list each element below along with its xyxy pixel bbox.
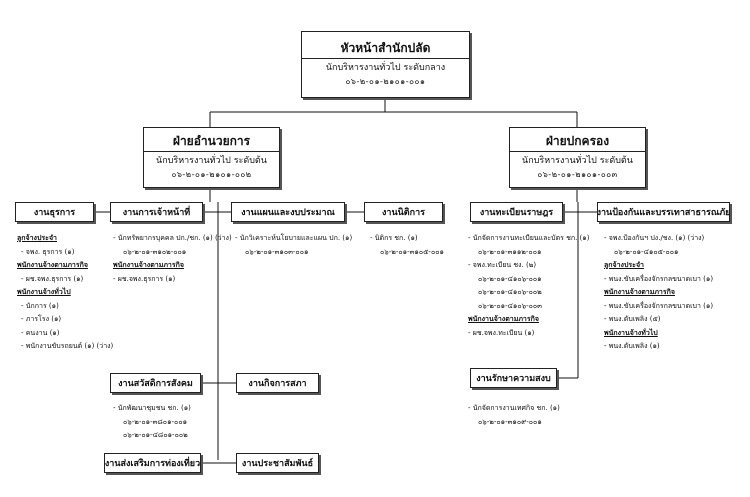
staff-registration-5: ๐๖-๒-๐๑-๔๑๐๖-๐๐๓ (478, 301, 542, 310)
staff-list-legal: - นิติกร ชก. (๑) ๐๖-๒-๐๑-๓๑๐๕-๐๐๑ (370, 232, 444, 259)
staff-disaster-5: - พนง.ขับเครื่องจักรกลขนาดเบา (๑) (604, 301, 714, 310)
staff-disaster-3: - พนง.ขับเครื่องจักรกลขนาดเบา (๑) (604, 274, 714, 283)
staff-general-8: - พนักงานขับรถยนต์ (๑) (ว่าง) (21, 342, 114, 350)
division-admin-title: ฝ่ายอำนวยการ (172, 134, 251, 148)
staff-list-disaster: - จพง.ป้องกันฯ ปง./ชง. (๑) (ว่าง) ๐๖-๒-๐… (604, 232, 713, 354)
unit-tourism-box: งานส่งเสริมการท่องเที่ยว (104, 453, 201, 473)
staff-registration-1: ๐๖-๒-๐๑-๓๑๑๒-๐๐๑ (478, 247, 542, 256)
staff-registration-0: - นักจัดการงานทะเบียนและบัตร ชก. (๑) (468, 234, 590, 242)
staff-disaster-7: พนักงานจ้างทั่วไป (604, 328, 658, 337)
staff-disaster-0: - จพง.ป้องกันฯ ปง./ชง. (๑) (ว่าง) (604, 234, 705, 242)
staff-welfare-1: ๐๖-๒-๐๑-๓๘๐๑-๐๐๑ (123, 417, 188, 426)
staff-registration-2: - จพง.ทะเบียน ชง. (๒) (468, 261, 537, 269)
staff-general-6: - ภารโรง (๑) (21, 315, 62, 323)
staff-general-7: - คนงาน (๑) (21, 328, 60, 337)
staff-personnel-2: พนักงานจ้างตามภารกิจ (113, 261, 184, 269)
staff-disaster-4: พนักงานจ้างตามภารกิจ (604, 288, 675, 296)
unit-general-box: งานธุรการ (15, 202, 94, 222)
staff-security-0: - นักจัดการงานเทศกิจ ชก. (๑) (468, 404, 560, 412)
division-governance-title: ฝ่ายปกครอง (545, 134, 610, 148)
staff-security-1: ๐๖-๒-๐๑-๓๑๐๙-๐๐๑ (478, 417, 542, 426)
unit-council-box: งานกิจการสภา (236, 373, 319, 393)
staff-personnel-0: - นักทรัพยากรบุคคล ปก./ชก. (๑) (ว่าง) (113, 234, 232, 242)
division-governance-code: ๐๖-๒-๐๑-๒๑๐๑-๐๐๓ (537, 170, 618, 179)
staff-list-planning: - นักวิเคราะห์นโยบายและแผน ปก. (๑) ๐๖-๒-… (235, 232, 352, 259)
staff-planning-1: ๐๖-๒-๐๑-๓๑๐๓-๐๐๑ (245, 247, 309, 256)
staff-registration-7: - ผช.จพง.ทะเบียน (๑) (468, 328, 535, 337)
staff-general-3: - ผช.จพง.ธุรการ (๑) (21, 274, 84, 283)
unit-planning-box: งานแผนและงบประมาณ (231, 202, 345, 222)
division-admin-code: ๐๖-๒-๐๑-๒๑๐๑-๐๐๒ (171, 170, 252, 179)
head-of-office-box: หัวหน้าสำนักปลัด นักบริหารงานทั่วไป ระดั… (301, 31, 470, 98)
unit-legal-box: งานนิติการ (364, 202, 443, 222)
staff-welfare-2: ๐๖-๒-๐๑-๔๘๐๑-๐๐๒ (123, 431, 188, 439)
head-code: ๐๖-๒-๐๑-๒๑๐๑-๐๐๑ (345, 77, 426, 86)
staff-list-registration: - นักจัดการงานทะเบียนและบัตร ชก. (๑) ๐๖-… (468, 232, 589, 340)
unit-security-box: งานรักษาความสงบ (470, 368, 557, 388)
unit-welfare-box: งานสวัสดิการสังคม (110, 373, 201, 393)
division-governance-position: นักบริหารงานทั่วไป ระดับต้น (522, 156, 633, 166)
staff-disaster-6: - พนง.ดับเพลิง (๕) (604, 315, 661, 323)
staff-legal-0: - นิติกร ชก. (๑) (370, 234, 418, 242)
unit-registration-box: งานทะเบียนราษฎร (470, 202, 563, 222)
unit-disaster-box: งานป้องกันและบรรเทาสาธารณภัย (597, 202, 730, 222)
head-title: หัวหน้าสำนักปลัด (340, 41, 431, 55)
division-admin-position: นักบริหารงานทั่วไป ระดับต้น (156, 156, 267, 166)
staff-disaster-2: ลูกจ้างประจำ (604, 261, 644, 269)
unit-pr-box: งานประชาสัมพันธ์ (236, 453, 319, 473)
staff-registration-3: ๐๖-๒-๐๑-๔๑๐๖-๐๐๑ (478, 274, 542, 283)
staff-general-4: พนักงานจ้างทั่วไป (17, 288, 71, 296)
head-position: นักบริหารงานทั่วไป ระดับกลาง (325, 63, 446, 73)
staff-legal-1: ๐๖-๒-๐๑-๓๑๐๕-๐๐๑ (380, 247, 444, 256)
staff-list-security: - นักจัดการงานเทศกิจ ชก. (๑) ๐๖-๒-๐๑-๓๑๐… (468, 402, 560, 429)
staff-disaster-8: - พนง.ดับเพลิง (๑) (604, 342, 660, 350)
staff-personnel-1: ๐๖-๒-๐๑-๓๑๐๒-๐๐๑ (123, 247, 187, 256)
staff-list-personnel: - นักทรัพยากรบุคคล ปก./ชก. (๑) (ว่าง) ๐๖… (113, 232, 232, 286)
staff-personnel-3: - ผช.จพง.ธุรการ (๑) (113, 274, 176, 283)
staff-planning-0: - นักวิเคราะห์นโยบายและแผน ปก. (๑) (235, 234, 353, 242)
staff-general-5: - นักการ (๑) (21, 301, 59, 310)
division-governance-box: ฝ่ายปกครอง นักบริหารงานทั่วไป ระดับต้น ๐… (509, 127, 646, 188)
staff-registration-4: ๐๖-๒-๐๑-๔๑๐๖-๐๐๒ (478, 288, 542, 296)
staff-general-2: พนักงานจ้างตามภารกิจ (17, 261, 88, 269)
staff-general-1: - จพง. ธุรการ (๑) (21, 247, 75, 256)
staff-list-welfare: - นักพัฒนาชุมชน ชก. (๑) ๐๖-๒-๐๑-๓๘๐๑-๐๐๑… (113, 402, 191, 443)
staff-welfare-0: - นักพัฒนาชุมชน ชก. (๑) (113, 404, 191, 412)
division-admin-box: ฝ่ายอำนวยการ นักบริหารงานทั่วไป ระดับต้น… (143, 127, 280, 188)
unit-personnel-box: งานการเจ้าหน้าที่ (110, 202, 203, 222)
staff-general-0: ลูกจ้างประจำ (17, 234, 57, 242)
staff-disaster-1: ๐๖-๒-๐๑-๔๑๐๕-๐๐๑ (614, 247, 679, 256)
staff-registration-6: พนักงานจ้างตามภารกิจ (468, 315, 539, 323)
staff-list-general: ลูกจ้างประจำ - จพง. ธุรการ (๑) พนักงานจ้… (17, 232, 113, 354)
